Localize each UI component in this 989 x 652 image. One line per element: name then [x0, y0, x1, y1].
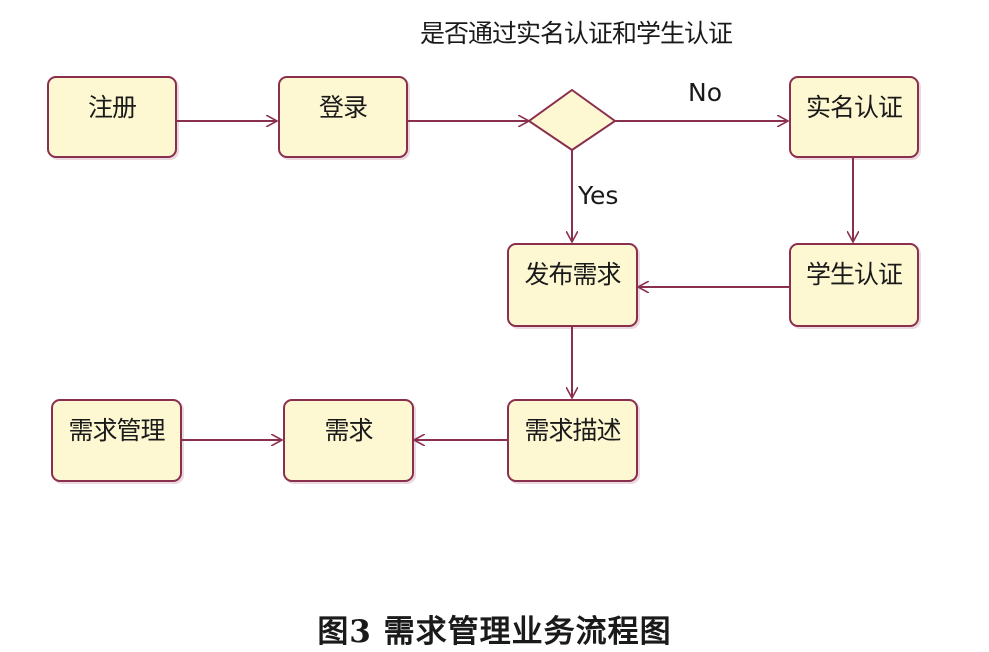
- branch-label-no: No: [688, 78, 722, 107]
- node-demand-label: 需求: [324, 416, 373, 445]
- node-demand-management: 需求管理: [51, 399, 182, 482]
- node-demand-description: 需求描述: [507, 399, 638, 482]
- node-register-label: 注册: [87, 93, 137, 122]
- decision-diamond: [527, 88, 617, 152]
- node-login-label: 登录: [318, 93, 368, 122]
- node-register: 注册: [47, 76, 177, 158]
- node-login: 登录: [278, 76, 408, 158]
- node-student-auth: 学生认证: [789, 243, 919, 327]
- node-real-name-auth: 实名认证: [789, 76, 919, 158]
- node-publish-demand: 发布需求: [507, 243, 638, 327]
- node-demand-description-label: 需求描述: [524, 416, 621, 445]
- node-publish-demand-label: 发布需求: [524, 260, 621, 289]
- node-student-auth-label: 学生认证: [805, 260, 903, 289]
- node-demand-management-label: 需求管理: [68, 416, 165, 445]
- node-demand: 需求: [283, 399, 414, 482]
- figure-caption: 图3 需求管理业务流程图: [317, 614, 672, 650]
- node-real-name-auth-label: 实名认证: [805, 93, 903, 122]
- branch-label-yes: Yes: [578, 181, 619, 210]
- decision-question: 是否通过实名认证和学生认证: [420, 19, 733, 48]
